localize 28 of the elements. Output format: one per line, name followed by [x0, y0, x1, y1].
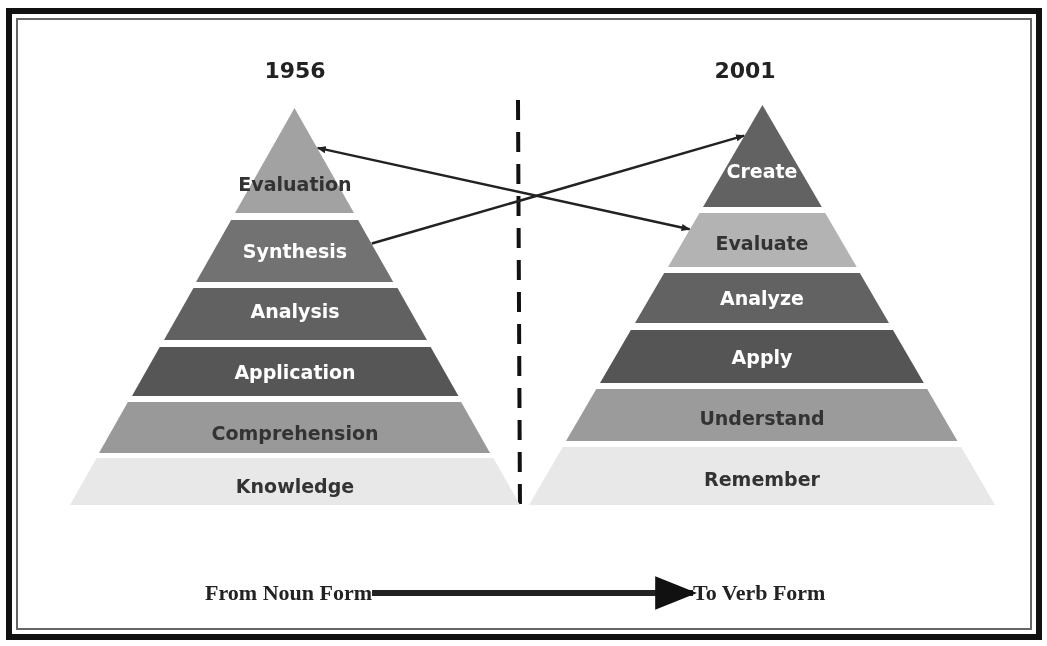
- arrow: [372, 576, 698, 610]
- level-label: Understand: [699, 406, 825, 429]
- level-label: Evaluate: [715, 231, 809, 254]
- pyramid-level: [70, 458, 520, 505]
- level-label: Analyze: [720, 287, 804, 309]
- pyramid-level: [131, 347, 459, 396]
- level-label: Create: [726, 160, 798, 183]
- level-label: Apply: [731, 345, 793, 368]
- year-heading: 1956: [264, 58, 326, 83]
- pyramid-level: [702, 105, 822, 207]
- caption-text: To Verb Form: [693, 580, 826, 606]
- caption-text: From Noun Form: [205, 580, 373, 606]
- pyramid-level: [99, 402, 491, 453]
- pyramid-level: [667, 213, 857, 267]
- level-label: Application: [234, 360, 356, 383]
- pyramid-level: [196, 220, 394, 282]
- pyramid-level: [163, 288, 427, 340]
- level-label: Remember: [704, 467, 820, 490]
- level-label: Synthesis: [242, 240, 348, 262]
- pyramid-level: [600, 330, 924, 383]
- level-label: Knowledge: [235, 475, 355, 498]
- level-label: Analysis: [250, 300, 340, 323]
- level-label: Comprehension: [211, 421, 379, 444]
- arrow: [316, 146, 691, 231]
- pyramid-level: [566, 389, 958, 441]
- pyramid-level: [635, 273, 889, 323]
- year-heading: 2001: [714, 58, 776, 83]
- arrow: [371, 134, 746, 245]
